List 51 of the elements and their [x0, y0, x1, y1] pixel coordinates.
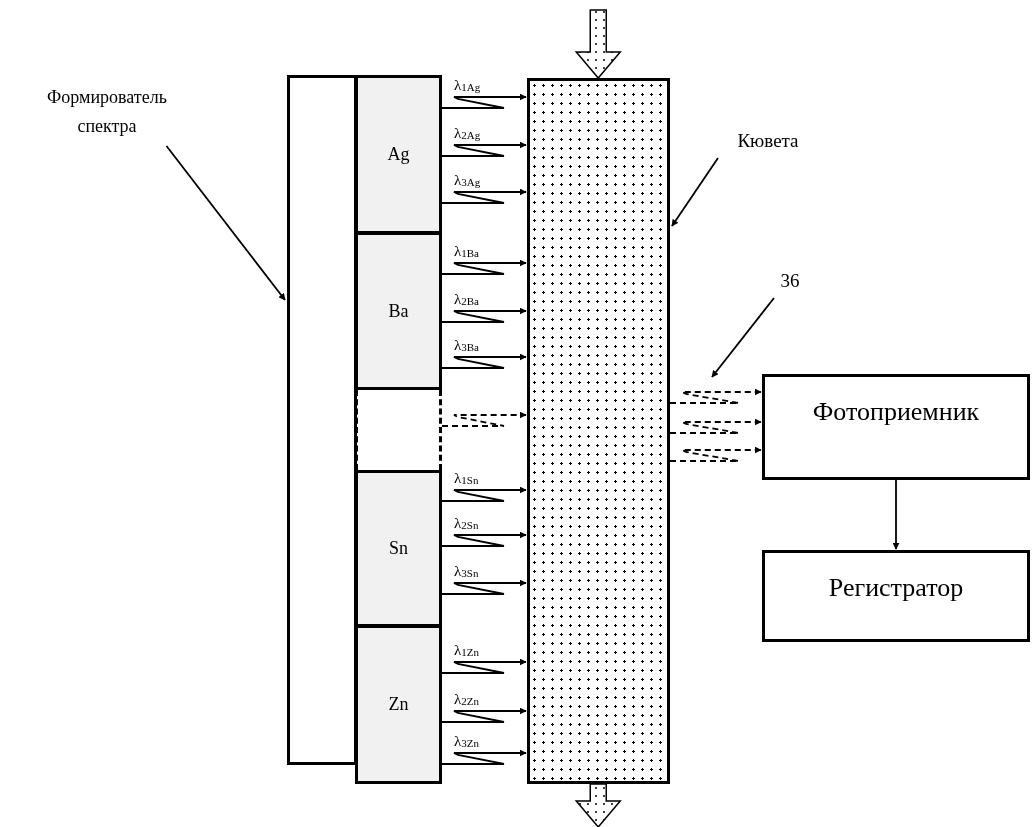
leader-arrow	[711, 297, 775, 378]
light-ray-arrow	[441, 259, 527, 275]
caption-text: Кювета	[718, 126, 818, 156]
edge-label: λ$_{3Ag}$	[454, 173, 481, 188]
light-ray-arrow	[441, 658, 527, 674]
light-ray-arrow	[669, 388, 762, 404]
cuvette-drawing	[527, 78, 670, 784]
light-ray-arrow	[441, 141, 527, 157]
light-ray-arrow	[441, 749, 527, 765]
node-label: Sn	[389, 538, 408, 559]
light-ray-arrow	[441, 307, 527, 323]
light-ray-arrow	[669, 446, 762, 462]
edge-label: λ$_{1Ag}$	[454, 78, 481, 93]
caption-text: Формирователь спектра	[22, 80, 192, 144]
light-ray-arrow	[441, 707, 527, 723]
light-ray-arrow	[441, 93, 527, 109]
process-box	[762, 374, 1030, 480]
node-label: Фотоприемник	[812, 397, 980, 427]
edge-label: λ$_{3Sn}$	[454, 564, 479, 579]
node-label: Регистратор	[828, 573, 964, 603]
leader-arrow	[165, 145, 286, 301]
edge-label: λ$_{1Zn}$	[454, 643, 479, 658]
lamp-block	[355, 625, 442, 784]
lamp-block	[355, 232, 442, 390]
light-ray-arrow	[441, 353, 527, 369]
edge-label: λ$_{2Zn}$	[454, 692, 479, 707]
lamp-block	[355, 75, 442, 234]
edge-label: λ$_{3Zn}$	[454, 734, 479, 749]
callout-number: 36	[770, 266, 810, 296]
light-ray-arrow	[441, 411, 527, 427]
flow-arrow	[574, 783, 622, 827]
edge-label: λ$_{1Sn}$	[454, 471, 479, 486]
process-box	[762, 550, 1030, 642]
leader-arrow	[671, 157, 719, 227]
lamp-block	[355, 470, 442, 627]
light-ray-arrow	[441, 579, 527, 595]
light-ray-arrow	[441, 486, 527, 502]
light-ray-arrow	[669, 418, 762, 434]
edge-label: λ$_{2Ba}$	[454, 292, 479, 307]
arrow	[892, 479, 900, 550]
spectrum-former-frame	[287, 75, 357, 765]
node-label: Ba	[388, 300, 409, 322]
edge-label: λ$_{2Sn}$	[454, 516, 479, 531]
light-ray-arrow	[441, 188, 527, 204]
light-ray-arrow	[441, 531, 527, 547]
edge-label: λ$_{2Ag}$	[454, 126, 481, 141]
node-label: Zn	[388, 694, 409, 715]
edge-label: λ$_{3Ba}$	[454, 338, 479, 353]
edge-label: λ$_{1Ba}$	[454, 244, 479, 259]
flow-arrow	[574, 9, 622, 80]
node-label: Ag	[387, 144, 410, 165]
